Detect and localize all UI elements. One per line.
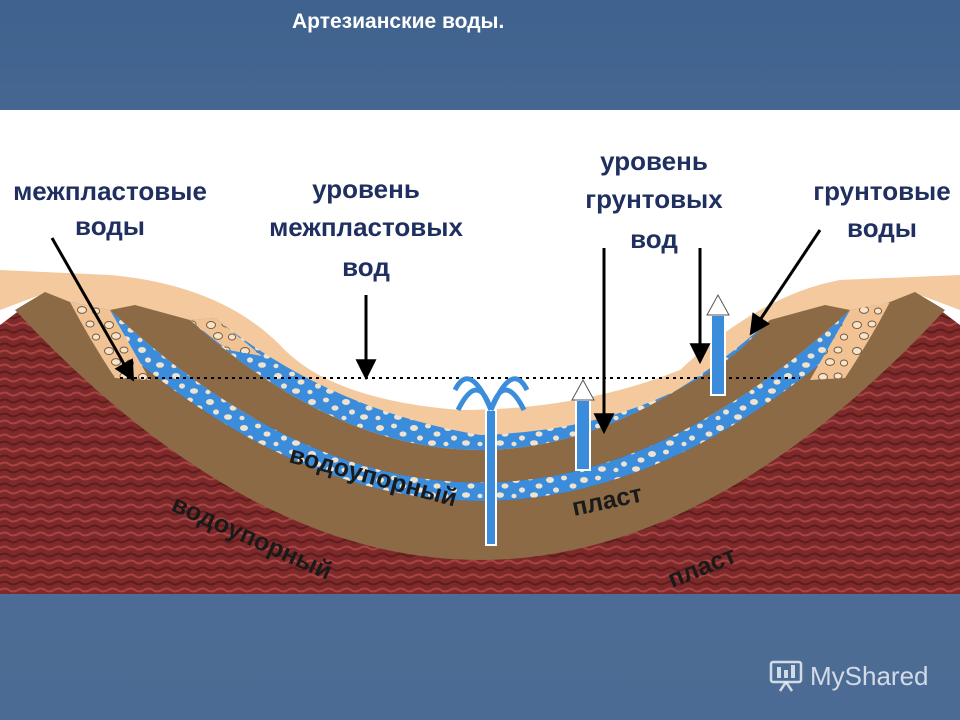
slide-title: Артезианские воды. bbox=[292, 10, 505, 33]
confined-aquifer-recharge-right bbox=[810, 302, 890, 380]
lower-aquiclude-band bbox=[15, 292, 945, 560]
confined-aquifer bbox=[70, 302, 890, 501]
label-ground-waters-line2: воды bbox=[847, 213, 917, 243]
label-interlayer-level-line2: межпластовых bbox=[269, 212, 463, 242]
fountain-jet bbox=[452, 376, 530, 412]
artesian-well-pipe bbox=[485, 409, 497, 546]
bedrock-layer bbox=[0, 295, 960, 594]
well-right-arrow bbox=[706, 293, 730, 316]
well-left-arrow bbox=[571, 378, 595, 401]
label-interlayer-waters-line1: межпластовые bbox=[13, 176, 207, 206]
watermark: MyShared bbox=[768, 656, 929, 696]
artesian-water-diagram: межпластовые воды уровень межпластовых в… bbox=[0, 110, 960, 594]
well-right bbox=[710, 314, 726, 396]
watermark-text: MyShared bbox=[810, 660, 929, 691]
label-interlayer-level-line1: уровень bbox=[312, 174, 420, 204]
label-ground-level-line1: уровень bbox=[600, 146, 708, 176]
label-interlayer-waters-line2: воды bbox=[75, 211, 145, 241]
presentation-icon bbox=[769, 660, 803, 692]
label-interlayer-level-line3: вод bbox=[342, 252, 390, 282]
surface-soil bbox=[0, 270, 960, 453]
label-ground-waters-line1: грунтовые bbox=[813, 176, 950, 206]
well-left bbox=[575, 399, 591, 471]
label-ground-level-line3: вод bbox=[630, 224, 678, 254]
arrow-interlayer-waters bbox=[50, 237, 135, 382]
upper-aquiclude-band bbox=[110, 305, 850, 483]
arrow-ground-waters bbox=[749, 229, 822, 336]
label-ground-level-line2: грунтовых bbox=[585, 184, 723, 214]
unconfined-aquifer bbox=[190, 318, 770, 450]
unconfined-aquifer-dry-left bbox=[190, 318, 262, 356]
